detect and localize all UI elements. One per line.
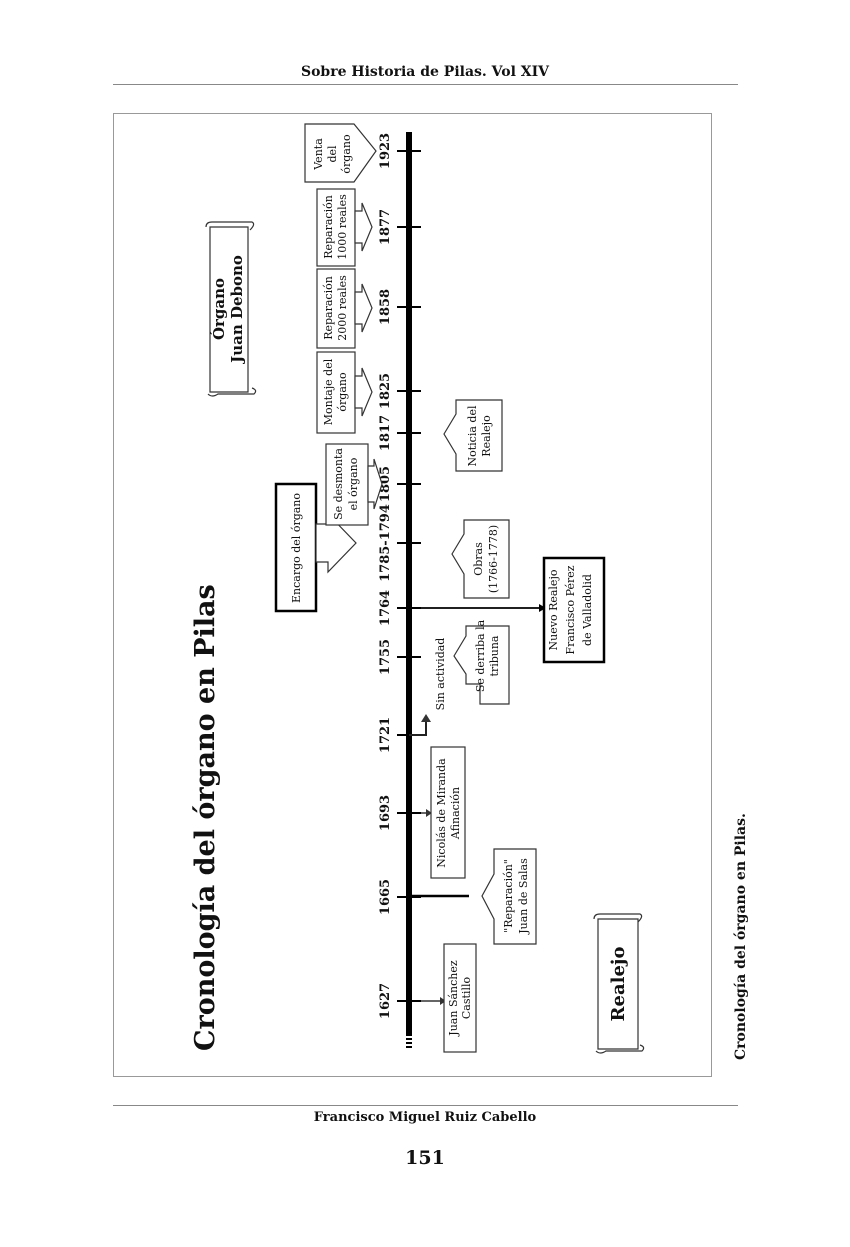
event-arrow-1665 — [481, 848, 537, 945]
event-text: (1766-1778) — [487, 525, 500, 593]
event-arrow-1825 — [354, 367, 373, 417]
year-label: 1627 — [378, 983, 393, 1019]
event-text: Noticia del — [466, 405, 479, 466]
scroll-organo: Órgano Juan Debono — [205, 221, 257, 397]
event-box-1764 — [542, 556, 606, 664]
event-arrow-1805 — [367, 458, 383, 510]
event-text: Afinación — [449, 787, 462, 840]
figure-frame: 1627 1665 1693 1721 1755 1764 1785-1794 … — [113, 113, 712, 1077]
connector-line — [409, 720, 427, 736]
running-footer-author: Francisco Miguel Ruiz Cabello — [313, 1110, 537, 1125]
year-label: 1785-1794 — [378, 504, 393, 582]
event-text: del — [326, 145, 339, 163]
scroll-curl — [595, 1044, 645, 1054]
event-arrow-1755 — [453, 625, 510, 705]
year-label: 1721 — [378, 717, 393, 753]
event-text: de Valladolid — [581, 574, 594, 646]
footer-rule — [113, 1105, 738, 1106]
event-text: Sin actividad — [434, 638, 447, 711]
event-arrow-1877 — [354, 202, 373, 252]
scroll-curl — [207, 387, 257, 397]
event-text: Montaje del — [322, 358, 335, 425]
event-text: Nuevo Realejo — [547, 569, 560, 650]
event-box-1805 — [325, 443, 369, 526]
event-text: Encargo del órgano — [290, 493, 303, 603]
scroll-text: Juan Debono — [228, 255, 246, 365]
event-text: "Reparación" — [502, 859, 515, 933]
year-label: 1817 — [378, 415, 393, 451]
arrow-head — [440, 997, 446, 1005]
event-text: 2000 reales — [336, 275, 349, 341]
year-label: 1858 — [378, 289, 393, 325]
year-label: 1693 — [378, 795, 393, 831]
event-box-1825 — [316, 351, 356, 434]
event-arrow-obras — [451, 519, 510, 599]
event-arrow-1817 — [443, 399, 503, 472]
event-text: órgano — [336, 372, 349, 412]
scroll-text: Órgano — [210, 278, 228, 340]
arrow-head — [421, 714, 431, 722]
header-rule — [113, 84, 738, 85]
year-label: 1805 — [378, 466, 393, 502]
event-text: órgano — [340, 134, 353, 174]
event-text: Nicolás de Miranda — [435, 758, 448, 868]
event-text: tribuna — [488, 635, 501, 676]
event-text: Castillo — [460, 977, 473, 1020]
event-arrow-1858 — [354, 283, 373, 333]
page-number: 151 — [405, 1147, 445, 1169]
event-text: el órgano — [347, 457, 360, 510]
event-text: Obras — [472, 542, 485, 576]
scroll-body — [597, 918, 639, 1050]
scroll-curl — [593, 913, 643, 923]
arrow-head — [539, 604, 546, 612]
year-label: 1755 — [378, 639, 393, 675]
event-text: Juan Sánchez — [447, 960, 460, 1037]
year-label: 1923 — [378, 133, 393, 169]
event-text: Realejo — [480, 415, 493, 457]
event-text: Francisco Pérez — [564, 565, 577, 654]
event-text: Juan de Salas — [517, 858, 530, 935]
scroll-curl — [205, 221, 255, 231]
scroll-body — [209, 226, 249, 393]
figure-caption: Cronología del órgano en Pilas. — [733, 813, 749, 1060]
arrow-head — [426, 809, 432, 817]
event-text: 1000 reales — [336, 194, 349, 260]
event-text: Reparación — [322, 195, 335, 259]
scroll-realejo: Realejo — [593, 913, 645, 1054]
event-text: Se desmonta — [332, 448, 345, 520]
event-box-1693 — [430, 746, 466, 879]
running-header: Sobre Historia de Pilas. Vol XIV — [300, 64, 550, 80]
scroll-text: Realejo — [608, 947, 629, 1022]
figure-title: Cronología del órgano en Pilas — [190, 584, 221, 1051]
event-arrow-1923 — [304, 123, 377, 183]
year-label: 1764 — [378, 590, 393, 626]
event-box-1858 — [316, 268, 356, 349]
event-text: Venta — [312, 138, 325, 171]
year-label: 1825 — [378, 373, 393, 409]
timeline-figure: 1627 1665 1693 1721 1755 1764 1785-1794 … — [190, 123, 645, 1054]
year-label: 1877 — [378, 209, 393, 245]
event-text: Se derriba la — [474, 619, 487, 692]
year-label: 1665 — [378, 879, 393, 915]
event-box-1627 — [443, 943, 477, 1053]
event-text: Reparación — [322, 276, 335, 340]
event-box-1877 — [316, 188, 356, 267]
